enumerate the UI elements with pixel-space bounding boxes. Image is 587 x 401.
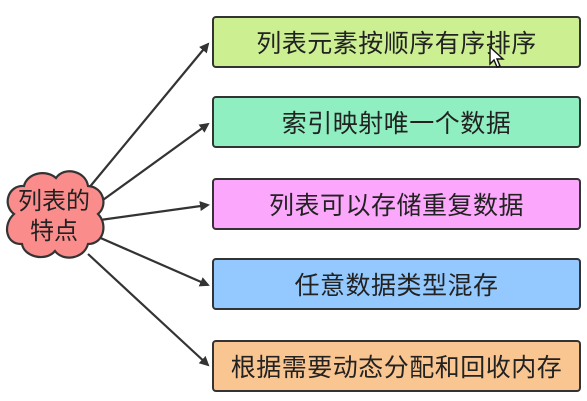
center-label-line-2: 特点 — [30, 217, 78, 245]
feature-box-memory: 根据需要动态分配和回收内存 — [212, 340, 581, 392]
feature-label-5: 根据需要动态分配和回收内存 — [230, 353, 563, 382]
center-label-line-1: 列表的 — [18, 187, 90, 215]
center-label: 列表的 特点 — [8, 178, 100, 254]
cloud-node — [5, 170, 105, 259]
connector-4 — [95, 234, 210, 287]
feature-label-4: 任意数据类型混存 — [294, 271, 499, 300]
feature-label-3: 列表可以存储重复数据 — [268, 191, 524, 220]
connector-2 — [95, 122, 210, 206]
connector-5 — [87, 253, 210, 367]
mouse-pointer-icon — [489, 46, 505, 68]
feature-box-index: 索引映射唯一个数据 — [212, 96, 581, 148]
feature-box-mixed-types: 任意数据类型混存 — [212, 258, 581, 310]
connector-1 — [87, 42, 210, 190]
feature-box-duplicates: 列表可以存储重复数据 — [212, 178, 581, 230]
feature-label-2: 索引映射唯一个数据 — [281, 109, 512, 138]
feature-box-ordered: 列表元素按顺序有序排序 — [212, 16, 581, 68]
connector-3 — [99, 201, 210, 222]
